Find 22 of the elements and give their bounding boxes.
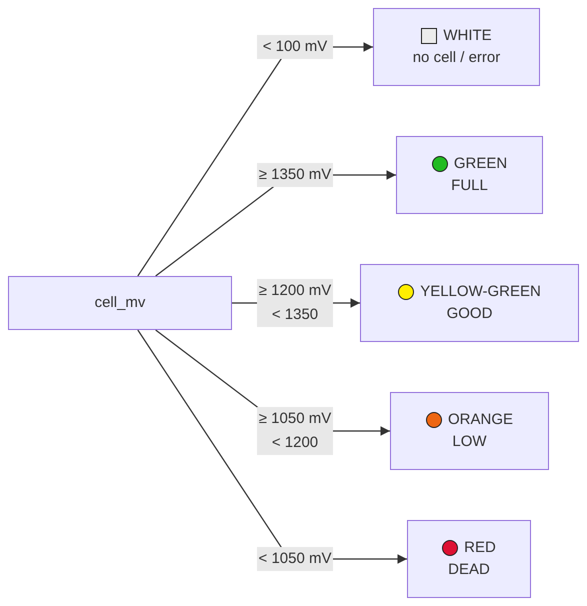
edge-label: ≥ 1050 mV < 1200 xyxy=(257,407,333,455)
node-text: GREEN xyxy=(454,154,508,174)
process-box xyxy=(407,520,531,598)
edge-label: ≥ 1350 mV xyxy=(257,163,333,187)
node-text: GOOD xyxy=(446,304,492,324)
edge-label: < 1050 mV xyxy=(257,547,333,571)
node-text: ORANGE xyxy=(448,410,513,430)
edge-label: ≥ 1200 mV < 1350 xyxy=(257,279,333,327)
process-box xyxy=(8,276,232,330)
node-text: LOW xyxy=(452,432,487,452)
node-text: cell_mv xyxy=(94,293,146,313)
node-text: DEAD xyxy=(448,560,490,580)
process-box xyxy=(360,264,579,342)
node-text: RED xyxy=(464,538,496,558)
node-text: WHITE xyxy=(443,26,492,46)
node-text: YELLOW-GREEN xyxy=(420,282,541,302)
process-box xyxy=(373,8,540,86)
edge-label: < 100 mV xyxy=(257,35,333,59)
node-text: FULL xyxy=(451,176,488,196)
process-box xyxy=(390,392,549,470)
node-text: no cell / error xyxy=(412,48,500,68)
process-box xyxy=(396,136,543,214)
